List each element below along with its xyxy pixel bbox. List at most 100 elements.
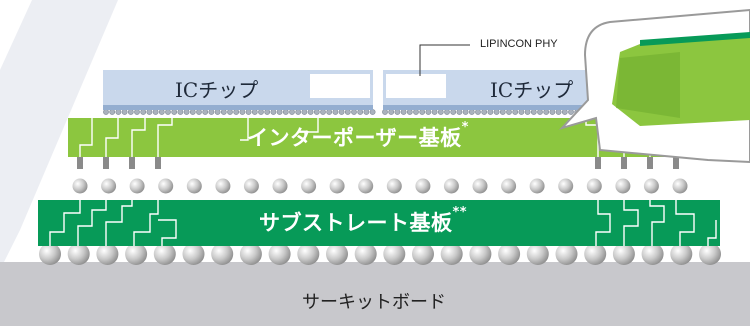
medium-solder-ball	[101, 178, 117, 194]
large-solder-ball	[268, 243, 291, 265]
ic-chip-right-substrate-strip	[383, 105, 653, 110]
micro-bump	[363, 109, 370, 115]
micro-bump	[537, 109, 543, 115]
micro-bump	[499, 109, 506, 115]
interposer-via	[647, 157, 653, 169]
substrate-board	[38, 200, 720, 246]
micro-bump	[276, 109, 283, 115]
phy-block-right	[386, 74, 446, 98]
substrate-trace	[649, 200, 665, 246]
substrate-label-text: サブストレート基板	[259, 211, 453, 235]
medium-solder-ball	[129, 178, 145, 194]
interposer-trace	[105, 118, 119, 165]
large-solder-ball	[584, 243, 607, 265]
large-solder-ball	[239, 243, 262, 265]
micro-bump	[183, 109, 190, 115]
micro-bump	[437, 109, 444, 115]
micro-bump	[555, 109, 562, 115]
micro-bump	[462, 109, 469, 115]
medium-solder-ball	[215, 178, 231, 194]
interposer-footnote-mark: *	[461, 120, 469, 135]
interposer-via	[129, 157, 135, 169]
micro-bump	[413, 109, 419, 115]
medium-solder-ball	[472, 178, 488, 194]
micro-bump	[568, 109, 574, 115]
micro-bump	[357, 109, 364, 115]
micro-bump	[127, 109, 134, 115]
medium-solder-ball	[329, 178, 345, 194]
micro-bump	[543, 109, 550, 115]
micro-bumps	[103, 109, 649, 115]
medium-solder-ball	[243, 178, 259, 194]
substrate-trace	[623, 200, 639, 246]
micro-bump	[158, 109, 165, 115]
micro-bump	[313, 109, 320, 115]
micro-bump	[419, 109, 426, 115]
large-solder-ball	[555, 243, 578, 265]
medium-solder-ball	[529, 178, 545, 194]
medium-solder-ball	[586, 178, 602, 194]
micro-bump	[301, 109, 308, 115]
interposer-trace	[157, 118, 173, 165]
micro-bump	[456, 109, 463, 115]
substrate-footnote-mark: **	[452, 205, 468, 220]
interposer-via	[621, 157, 627, 169]
micro-bump	[196, 109, 202, 115]
medium-solder-ball	[272, 178, 288, 194]
interposer-trace	[304, 118, 319, 142]
micro-bump	[208, 109, 215, 115]
circuit-board	[0, 262, 750, 326]
micro-bump	[351, 109, 357, 115]
large-solder-ball	[326, 243, 348, 265]
background-stripe	[0, 0, 118, 270]
substrate-trace	[105, 200, 133, 246]
large-solder-ball	[67, 243, 90, 265]
medium-solder-ball	[443, 178, 459, 194]
micro-bump	[326, 109, 333, 115]
micro-bump	[189, 109, 196, 115]
micro-bump	[475, 109, 481, 115]
micro-bump	[152, 109, 159, 115]
interposer-solder-balls	[72, 178, 688, 194]
micro-bump	[233, 109, 240, 115]
large-solder-ball	[498, 243, 521, 265]
large-solder-ball	[211, 243, 234, 265]
large-solder-ball	[469, 243, 492, 265]
medium-solder-ball	[643, 178, 659, 194]
micro-bump	[530, 109, 537, 115]
zoom-bubble	[558, 8, 750, 164]
large-solder-ball	[699, 243, 721, 265]
interposer-via	[77, 157, 83, 169]
large-solder-ball	[412, 243, 434, 265]
micro-bump	[382, 109, 388, 115]
interposer-trace	[79, 118, 93, 165]
ic-chip-left-label: ICチップ	[175, 78, 259, 102]
substrate-trace	[595, 200, 611, 246]
micro-bump	[115, 109, 122, 115]
micro-bump	[146, 109, 153, 115]
micro-bump	[493, 109, 500, 115]
micro-bump	[369, 109, 376, 115]
interposer-vias	[77, 157, 679, 169]
micro-bump	[202, 109, 209, 115]
micro-bump	[134, 109, 140, 115]
medium-solder-ball	[672, 178, 688, 194]
micro-bump	[518, 109, 525, 115]
substrate-solder-balls	[39, 243, 721, 265]
large-solder-ball	[670, 243, 693, 265]
micro-bump	[289, 109, 295, 115]
micro-bump	[444, 109, 450, 115]
substrate-trace	[675, 200, 695, 246]
large-solder-ball	[297, 243, 320, 265]
micro-bump	[468, 109, 475, 115]
phy-label: LIPINCON PHY	[480, 38, 558, 50]
micro-bump	[512, 109, 519, 115]
circuit-board-label: サーキットボード	[302, 292, 446, 313]
micro-bump	[344, 109, 351, 115]
micro-bump	[307, 109, 314, 115]
large-solder-ball	[383, 243, 406, 265]
micro-bump	[320, 109, 326, 115]
interposer-via	[103, 157, 109, 169]
micro-bump	[245, 109, 252, 115]
micro-bump	[338, 109, 345, 115]
